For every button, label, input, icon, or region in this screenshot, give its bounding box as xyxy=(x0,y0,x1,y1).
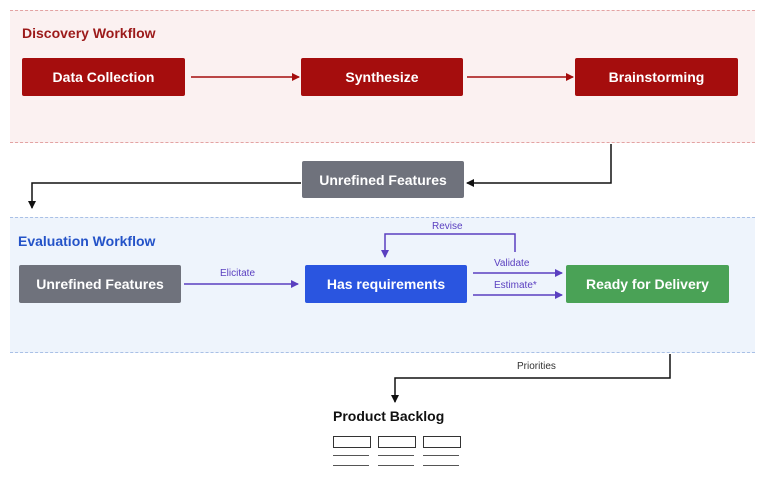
arrow-brainstorming-to-unrefined xyxy=(466,144,612,187)
node-synthesize: Synthesize xyxy=(301,58,463,96)
edge-label-priorities: Priorities xyxy=(517,361,556,372)
node-has-requirements: Has requirements xyxy=(305,265,467,303)
node-data-collection: Data Collection xyxy=(22,58,185,96)
edge-label-revise: Revise xyxy=(432,221,463,232)
edge-label-validate: Validate xyxy=(494,258,530,269)
edge-label-elicitate: Elicitate xyxy=(220,268,256,279)
backlog-line xyxy=(378,465,414,466)
backlog-line xyxy=(423,455,459,456)
node-unrefined-features-handoff: Unrefined Features xyxy=(302,161,464,198)
backlog-line xyxy=(378,455,414,456)
arrow-revise xyxy=(381,233,516,258)
backlog-line xyxy=(333,465,369,466)
backlog-card xyxy=(333,436,371,448)
arrow-unrefined-to-evaluation xyxy=(28,182,301,209)
backlog-card xyxy=(378,436,416,448)
arrow-priorities-to-backlog xyxy=(391,354,671,403)
product-backlog-title: Product Backlog xyxy=(333,408,445,424)
discovery-workflow-title: Discovery Workflow xyxy=(22,25,156,41)
backlog-line xyxy=(333,455,369,456)
node-ready-for-delivery: Ready for Delivery xyxy=(566,265,729,303)
backlog-line xyxy=(423,465,459,466)
evaluation-workflow-title: Evaluation Workflow xyxy=(18,233,156,249)
node-brainstorming: Brainstorming xyxy=(575,58,738,96)
backlog-card xyxy=(423,436,461,448)
edge-label-estimate: Estimate* xyxy=(494,280,537,291)
node-unrefined-features: Unrefined Features xyxy=(19,265,181,303)
